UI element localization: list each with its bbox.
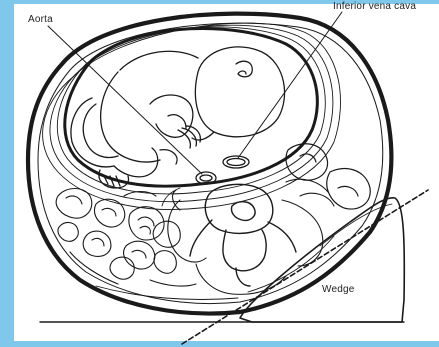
aorta-label: Aorta (28, 14, 53, 25)
kidney-right (286, 144, 328, 180)
fetus (71, 47, 285, 188)
bowel-loops (56, 189, 196, 287)
inferior-vena-cava-label: Inferior vena cava (333, 1, 416, 12)
uterus-wall (43, 23, 341, 209)
vertebra (190, 184, 296, 286)
liver-lobe (327, 169, 370, 209)
wedge-label: Wedge (322, 284, 355, 295)
